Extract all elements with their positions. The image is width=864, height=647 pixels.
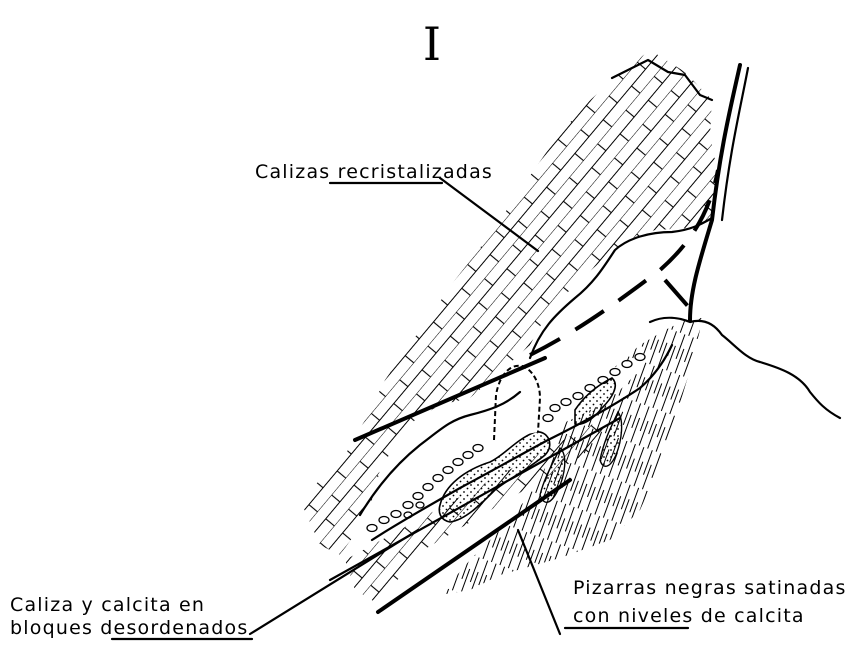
label-caliza-line2: bloques desordenados [10,617,248,639]
figure-number: I [423,17,441,71]
label-pizarras-line1: Pizarras negras satinadas [573,577,847,599]
label-calizas: Calizas recristalizadas [255,161,493,183]
label-pizarras-line2: con niveles de calcita [573,605,805,627]
label-caliza-line1: Caliza y calcita en [10,594,205,616]
